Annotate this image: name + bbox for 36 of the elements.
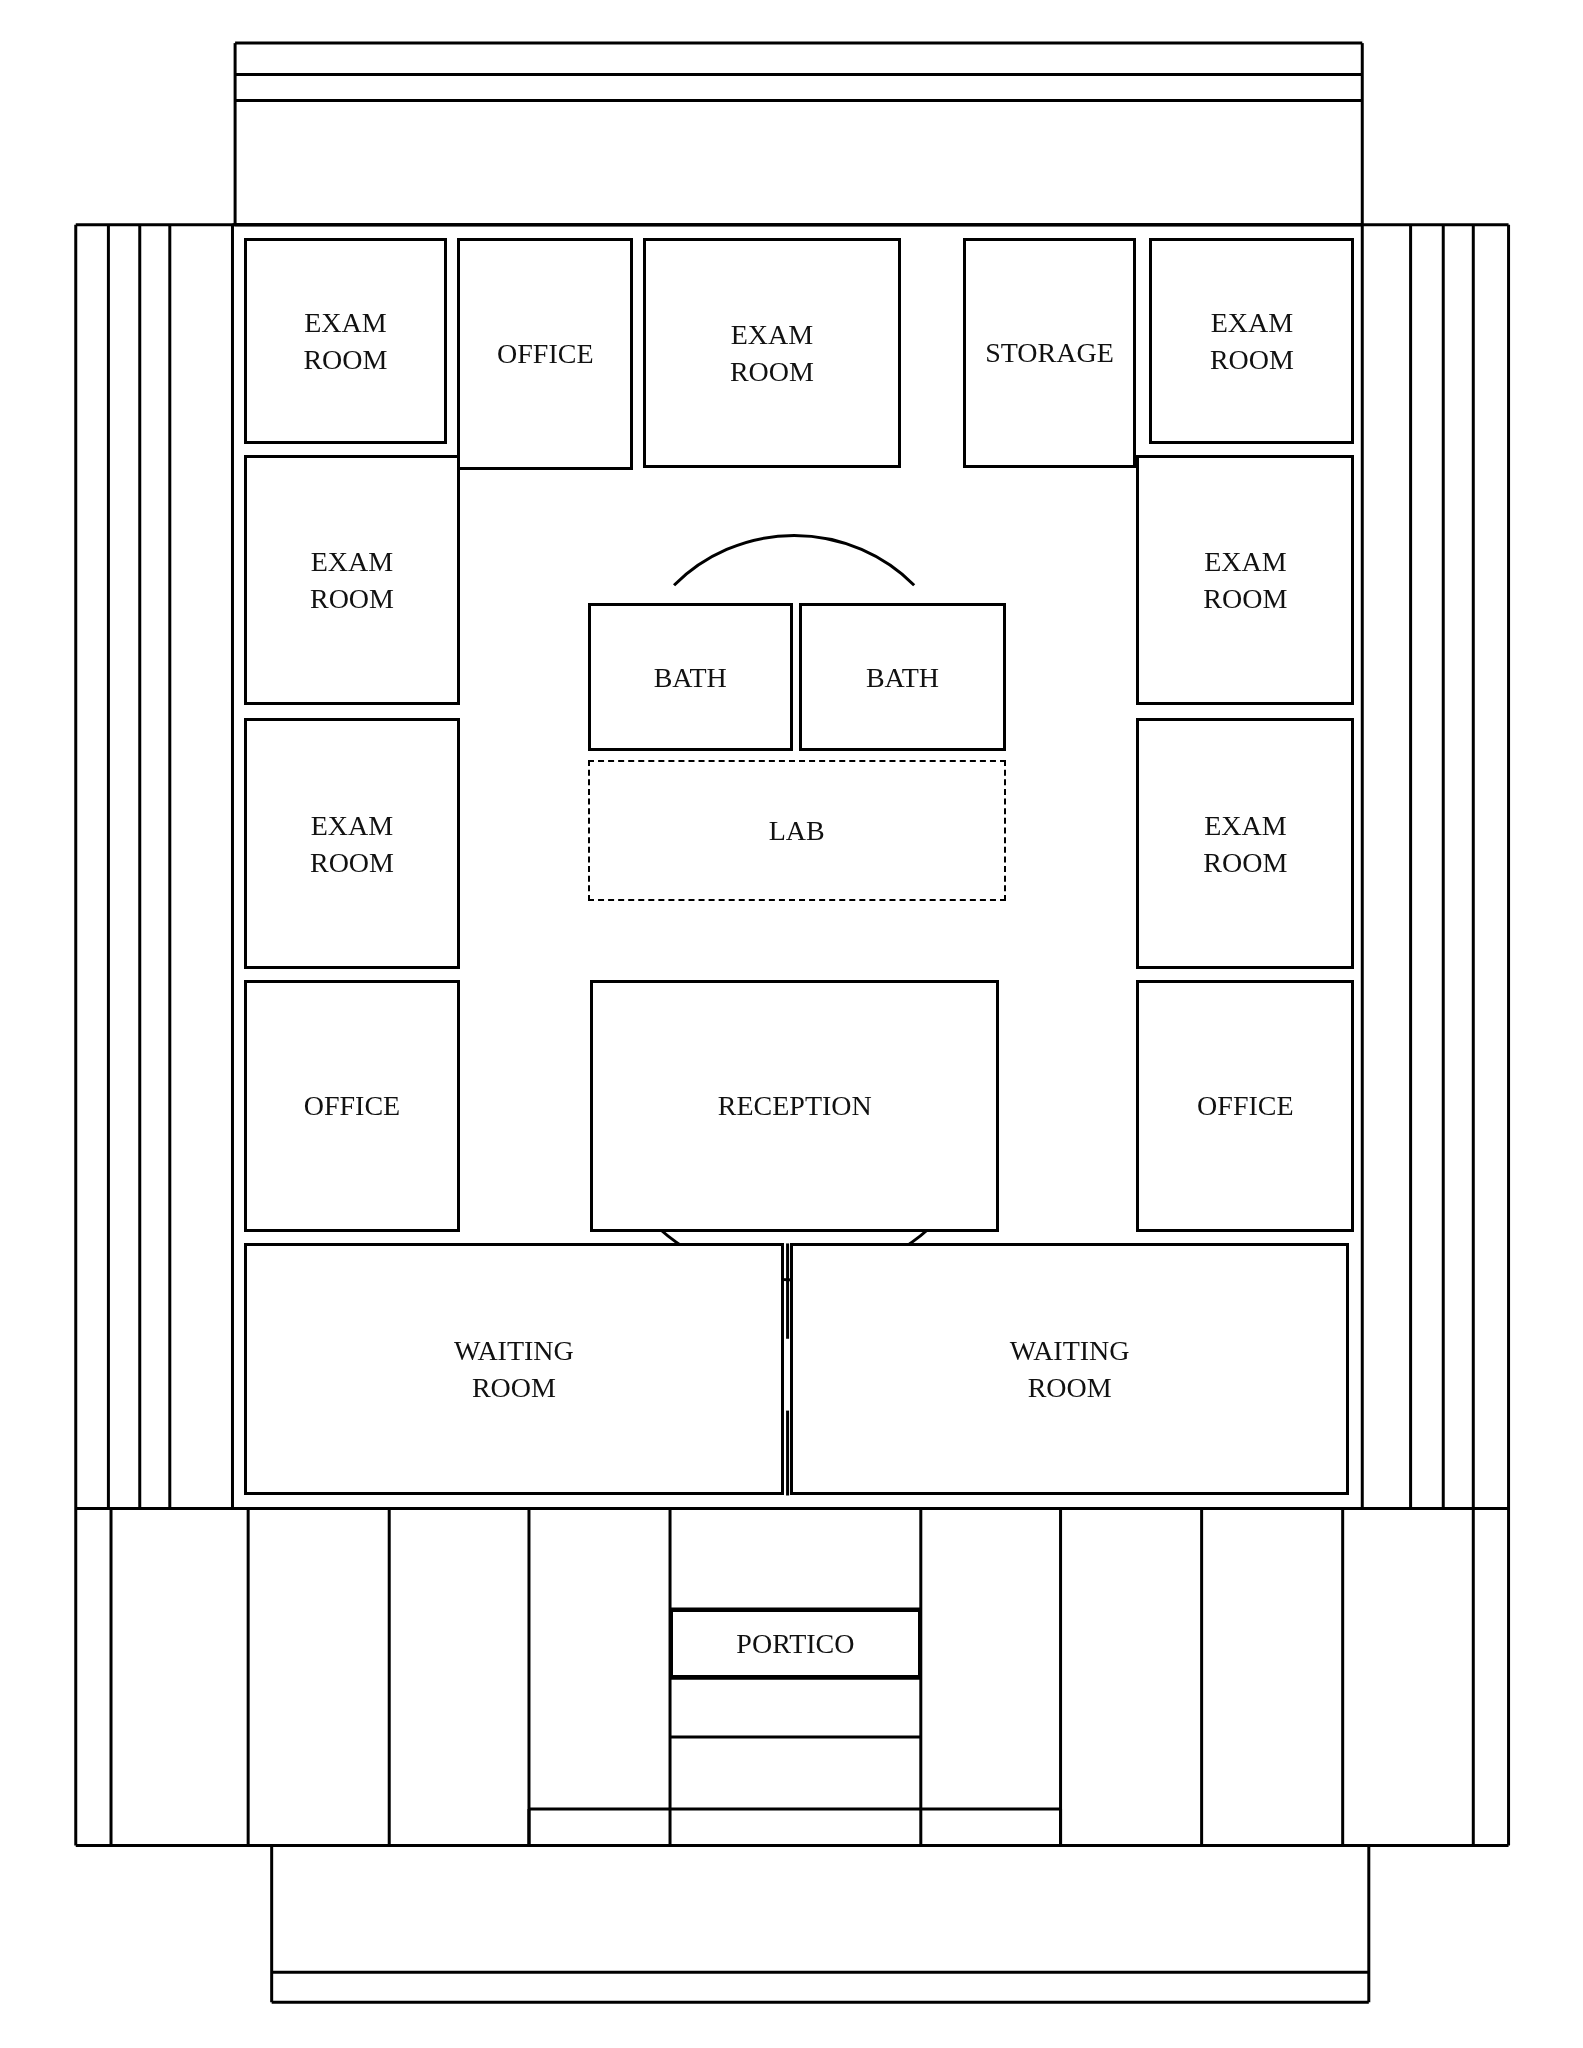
room-label: OFFICE [303,1089,401,1124]
room [244,979,460,1232]
room-label: EXAM ROOM [1203,544,1288,616]
room-label: EXAM ROOM [1209,305,1294,377]
room [1136,454,1355,706]
room [790,1243,1350,1496]
room [590,979,1000,1232]
room-label: BATH [653,660,727,695]
room-label: WAITING ROOM [1009,1334,1130,1406]
room [244,454,460,706]
room [244,237,447,445]
room-label: EXAM ROOM [309,544,394,616]
room [1136,718,1355,970]
room-label: WAITING ROOM [454,1334,574,1406]
room-label: OFFICE [497,337,594,372]
room [1149,237,1355,445]
room-label: EXAM ROOM [309,808,394,880]
room-label: BATH [865,660,940,695]
room-label: PORTICO [736,1627,855,1662]
room [244,1243,784,1496]
room [962,237,1137,468]
room [670,1609,921,1679]
room [799,603,1006,751]
room-label: LAB [768,814,825,849]
room [244,718,460,970]
room-label: OFFICE [1197,1089,1294,1124]
room-label: EXAM ROOM [1203,808,1288,880]
room [642,237,902,468]
room-label: EXAM ROOM [303,305,388,377]
room [587,603,793,751]
room-label: RECEPTION [717,1089,872,1124]
room [457,237,634,471]
room [587,760,1006,902]
room-label: EXAM ROOM [729,317,814,389]
room [1136,979,1355,1232]
room-label: STORAGE [985,336,1114,371]
